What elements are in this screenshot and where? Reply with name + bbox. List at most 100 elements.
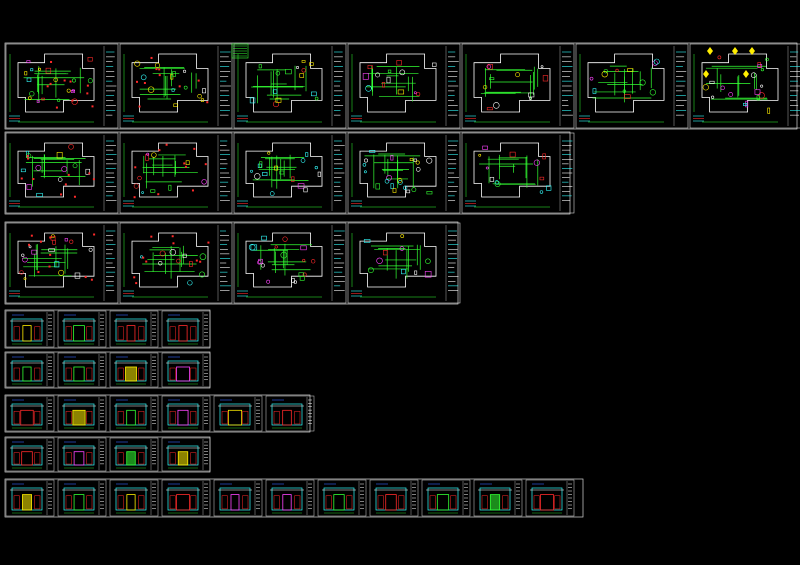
sheet-frame	[161, 352, 211, 388]
floor-plan-sheet[interactable]	[347, 222, 461, 304]
floor-plan-sheet[interactable]	[5, 222, 119, 304]
sheet-frame	[575, 43, 689, 129]
sheet-frame	[213, 395, 263, 432]
sheet-frame	[5, 352, 55, 388]
sheet-frame	[57, 310, 107, 348]
sheet-frame	[109, 352, 159, 388]
sheet-frame	[5, 222, 119, 304]
elevation-sheet[interactable]	[109, 437, 159, 472]
elevation-sheet[interactable]	[5, 479, 55, 517]
elevation-sheet[interactable]	[161, 395, 211, 432]
elevation-sheet[interactable]	[109, 395, 159, 432]
floor-plan-outline	[131, 232, 209, 288]
elevation-sheet[interactable]	[57, 437, 107, 472]
elevation-sheet[interactable]	[109, 310, 159, 348]
floor-plan-outline	[245, 142, 323, 198]
sheet-frame	[161, 437, 211, 472]
floor-plan-outline	[17, 53, 95, 113]
group-outline	[4, 351, 211, 389]
floor-plan-sheet[interactable]	[233, 222, 347, 304]
sheet-frame	[5, 310, 55, 348]
floor-plan-outline	[245, 232, 323, 288]
sheet-frame	[421, 479, 471, 517]
floor-plan-sheet[interactable]	[233, 43, 347, 129]
floor-plan-outline	[473, 53, 551, 113]
sheet-frame	[347, 132, 461, 214]
sheet-frame	[119, 43, 233, 129]
floor-plans-row-1	[4, 42, 800, 130]
sheet-frame	[689, 43, 800, 129]
elevation-sheet[interactable]	[109, 352, 159, 388]
floor-plan-sheet[interactable]	[233, 132, 347, 214]
floor-plan-sheet[interactable]	[689, 43, 800, 129]
elevation-sheet[interactable]	[57, 310, 107, 348]
elevation-sheet[interactable]	[5, 395, 55, 432]
sheet-frame	[109, 479, 159, 517]
elevation-sheet[interactable]	[421, 479, 471, 517]
sheet-frame	[57, 479, 107, 517]
floor-plan-sheet[interactable]	[575, 43, 689, 129]
sheet-frame	[233, 222, 347, 304]
elevations-row-2	[4, 351, 211, 389]
elevation-sheet[interactable]	[5, 352, 55, 388]
floor-plan-outline	[131, 53, 209, 113]
elevation-sheet[interactable]	[109, 479, 159, 517]
floor-plan-sheet[interactable]	[5, 43, 119, 129]
sheet-frame	[5, 132, 119, 214]
sheet-frame	[461, 132, 575, 214]
sheet-frame	[161, 310, 211, 348]
elevation-sheet[interactable]	[317, 479, 367, 517]
sheet-frame	[109, 395, 159, 432]
floor-plan-outline	[701, 53, 779, 113]
elevation-sheet[interactable]	[265, 395, 315, 432]
elevation-sheet[interactable]	[161, 352, 211, 388]
sheet-frame	[5, 395, 55, 432]
elevation-sheet[interactable]	[161, 437, 211, 472]
elevation-sheet[interactable]	[57, 395, 107, 432]
floor-plan-outline	[245, 53, 323, 113]
elevation-sheet[interactable]	[473, 479, 523, 517]
elevation-sheet[interactable]	[57, 479, 107, 517]
sheet-frame	[57, 352, 107, 388]
floor-plan-outline	[17, 232, 95, 288]
dimension-markers	[703, 47, 755, 78]
floor-plan-sheet[interactable]	[347, 43, 461, 129]
elevation-sheet[interactable]	[5, 437, 55, 472]
elevation-sheet[interactable]	[369, 479, 419, 517]
floor-plan-outline	[359, 232, 437, 288]
floor-plan-sheet[interactable]	[461, 132, 575, 214]
sheet-frame	[347, 43, 461, 129]
sheet-frame	[119, 222, 233, 304]
elevations-row-1	[4, 309, 211, 349]
floor-plan-sheet[interactable]	[119, 132, 233, 214]
sheet-frame	[5, 437, 55, 472]
floor-plan-sheet[interactable]	[347, 132, 461, 214]
group-outline	[4, 221, 459, 305]
elevations-row-5	[4, 478, 584, 518]
floor-plan-sheet[interactable]	[461, 43, 575, 129]
sheet-frame	[525, 479, 575, 517]
sheet-frame	[233, 132, 347, 214]
floor-plan-sheet[interactable]	[119, 43, 233, 129]
elevation-sheet[interactable]	[213, 395, 263, 432]
elevation-sheet[interactable]	[57, 352, 107, 388]
floor-plan-outline	[17, 142, 95, 198]
sheet-frame	[265, 395, 315, 432]
sheet-frame	[5, 479, 55, 517]
sheet-frame	[233, 43, 347, 129]
elevation-sheet[interactable]	[161, 310, 211, 348]
sheet-frame	[265, 479, 315, 517]
elevation-sheet[interactable]	[5, 310, 55, 348]
elevation-sheet[interactable]	[525, 479, 575, 517]
elevation-sheet[interactable]	[161, 479, 211, 517]
sheet-frame	[461, 43, 575, 129]
sheet-frame	[57, 437, 107, 472]
floor-plan-sheet[interactable]	[5, 132, 119, 214]
floor-plan-sheet[interactable]	[119, 222, 233, 304]
floor-plan-outline	[359, 53, 437, 113]
sheet-frame	[161, 395, 211, 432]
elevation-sheet[interactable]	[213, 479, 263, 517]
elevation-sheet[interactable]	[265, 479, 315, 517]
